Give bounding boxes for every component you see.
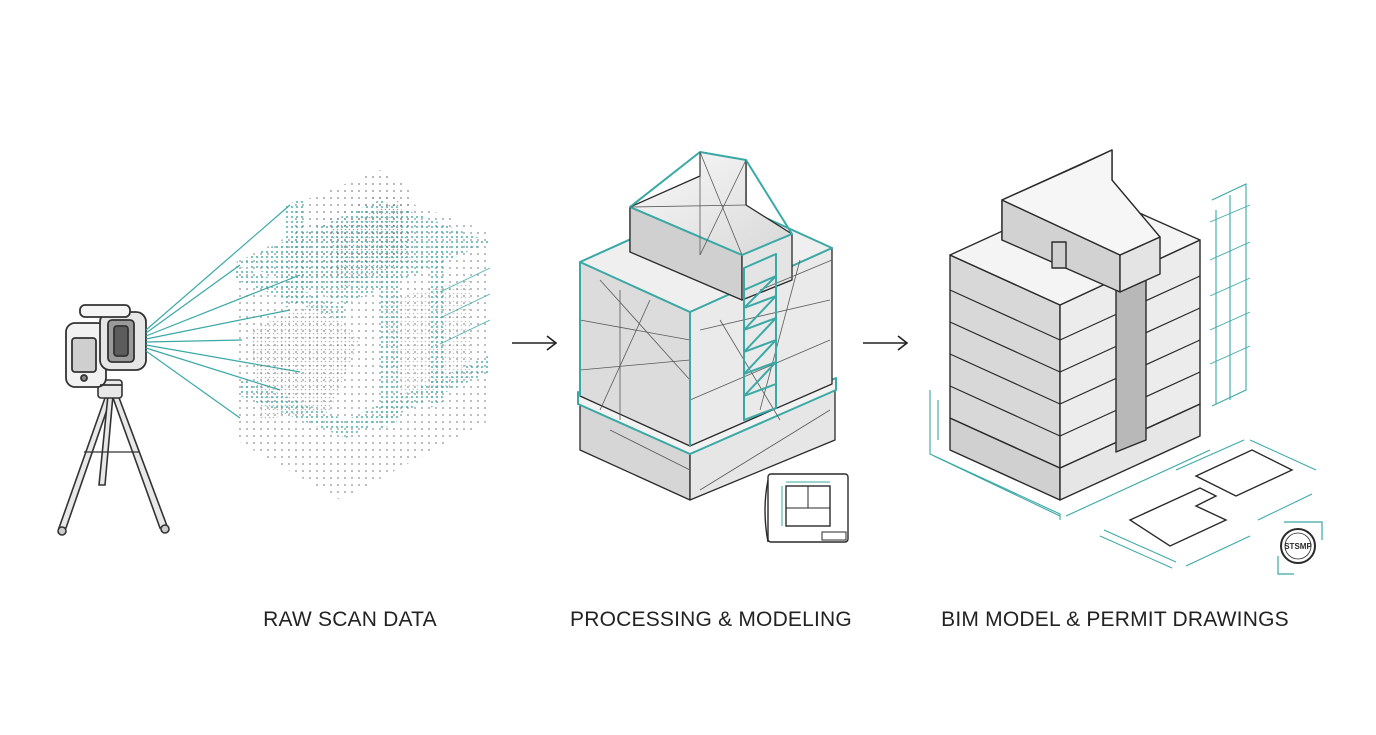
scanner-group <box>57 204 301 536</box>
point-cloud <box>236 170 491 500</box>
mesh-building <box>577 151 837 501</box>
dimension-lines <box>929 183 1251 520</box>
blueprint-sheet-icon <box>764 473 849 543</box>
stage-label-bim: BIM MODEL & PERMIT DRAWINGS <box>941 608 1289 631</box>
floor-plan <box>1128 449 1294 547</box>
arrow-right-icon <box>512 335 558 351</box>
stamp-icon: STSMP <box>1277 521 1323 575</box>
arrow-right-icon <box>863 335 909 351</box>
stage-label-processing: PROCESSING & MODELING <box>570 608 852 631</box>
laser-scanner-icon <box>65 304 147 388</box>
stamp-text: STSMP <box>1284 542 1312 551</box>
stage-label-raw-scan: RAW SCAN DATA <box>263 608 437 631</box>
tripod-icon <box>57 379 170 536</box>
bim-building <box>949 149 1201 501</box>
